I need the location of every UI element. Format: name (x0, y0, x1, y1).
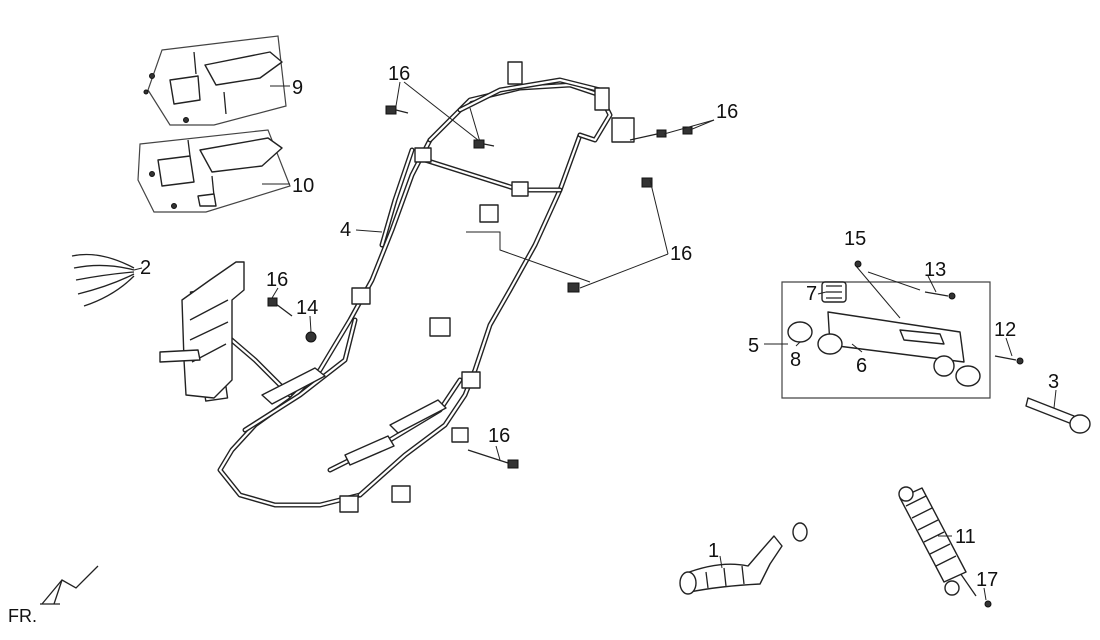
bolt-16-right-low (567, 282, 580, 293)
callout-14: 14 (296, 297, 318, 319)
part-3-bolt (1025, 397, 1091, 434)
callout-16-mid-right: 16 (670, 243, 692, 265)
bolt-16-top-left (385, 105, 409, 115)
callout-16-right: 16 (716, 101, 738, 123)
callout-5: 5 (748, 335, 759, 357)
engine-hanger-assembly (781, 260, 991, 399)
callout-leaders (271, 81, 1057, 601)
front-direction-indicator: FR. (8, 565, 99, 626)
callout-17: 17 (976, 569, 998, 591)
callout-2: 2 (140, 257, 151, 279)
callout-15: 15 (844, 228, 866, 250)
bolt-16-left (267, 297, 293, 317)
part-11-shock (898, 486, 992, 608)
bolt-16-right-mid (641, 177, 653, 188)
callout-6: 6 (856, 355, 867, 377)
nut-14 (305, 331, 317, 343)
bolt-12 (994, 355, 1024, 365)
part-2-harness (71, 253, 143, 307)
callout-numbers: 1 2 3 4 5 6 7 8 9 10 11 12 13 14 15 16 1… (140, 63, 1059, 591)
callout-16-bottom: 16 (488, 425, 510, 447)
bolt-16-top-mid (473, 139, 495, 149)
part-1-hose (679, 522, 808, 595)
part-10-footrest (137, 129, 291, 213)
callout-1: 1 (708, 540, 719, 562)
callout-3: 3 (1048, 371, 1059, 393)
front-label: FR. (8, 606, 37, 626)
callout-9: 9 (292, 77, 303, 99)
callout-10: 10 (292, 175, 314, 197)
part-9-footrest (143, 35, 290, 126)
callout-16-top: 16 (388, 63, 410, 85)
callout-8: 8 (790, 349, 801, 371)
callout-12: 12 (994, 319, 1016, 341)
bolt-16-bottom (467, 449, 519, 469)
frame-bolts (267, 105, 693, 469)
main-frame (159, 61, 635, 513)
callout-13: 13 (924, 259, 946, 281)
callout-16-left: 16 (266, 269, 288, 291)
callout-7: 7 (806, 283, 817, 305)
callout-11: 11 (955, 526, 976, 548)
bolt-13 (924, 291, 956, 300)
callout-4: 4 (340, 219, 351, 241)
